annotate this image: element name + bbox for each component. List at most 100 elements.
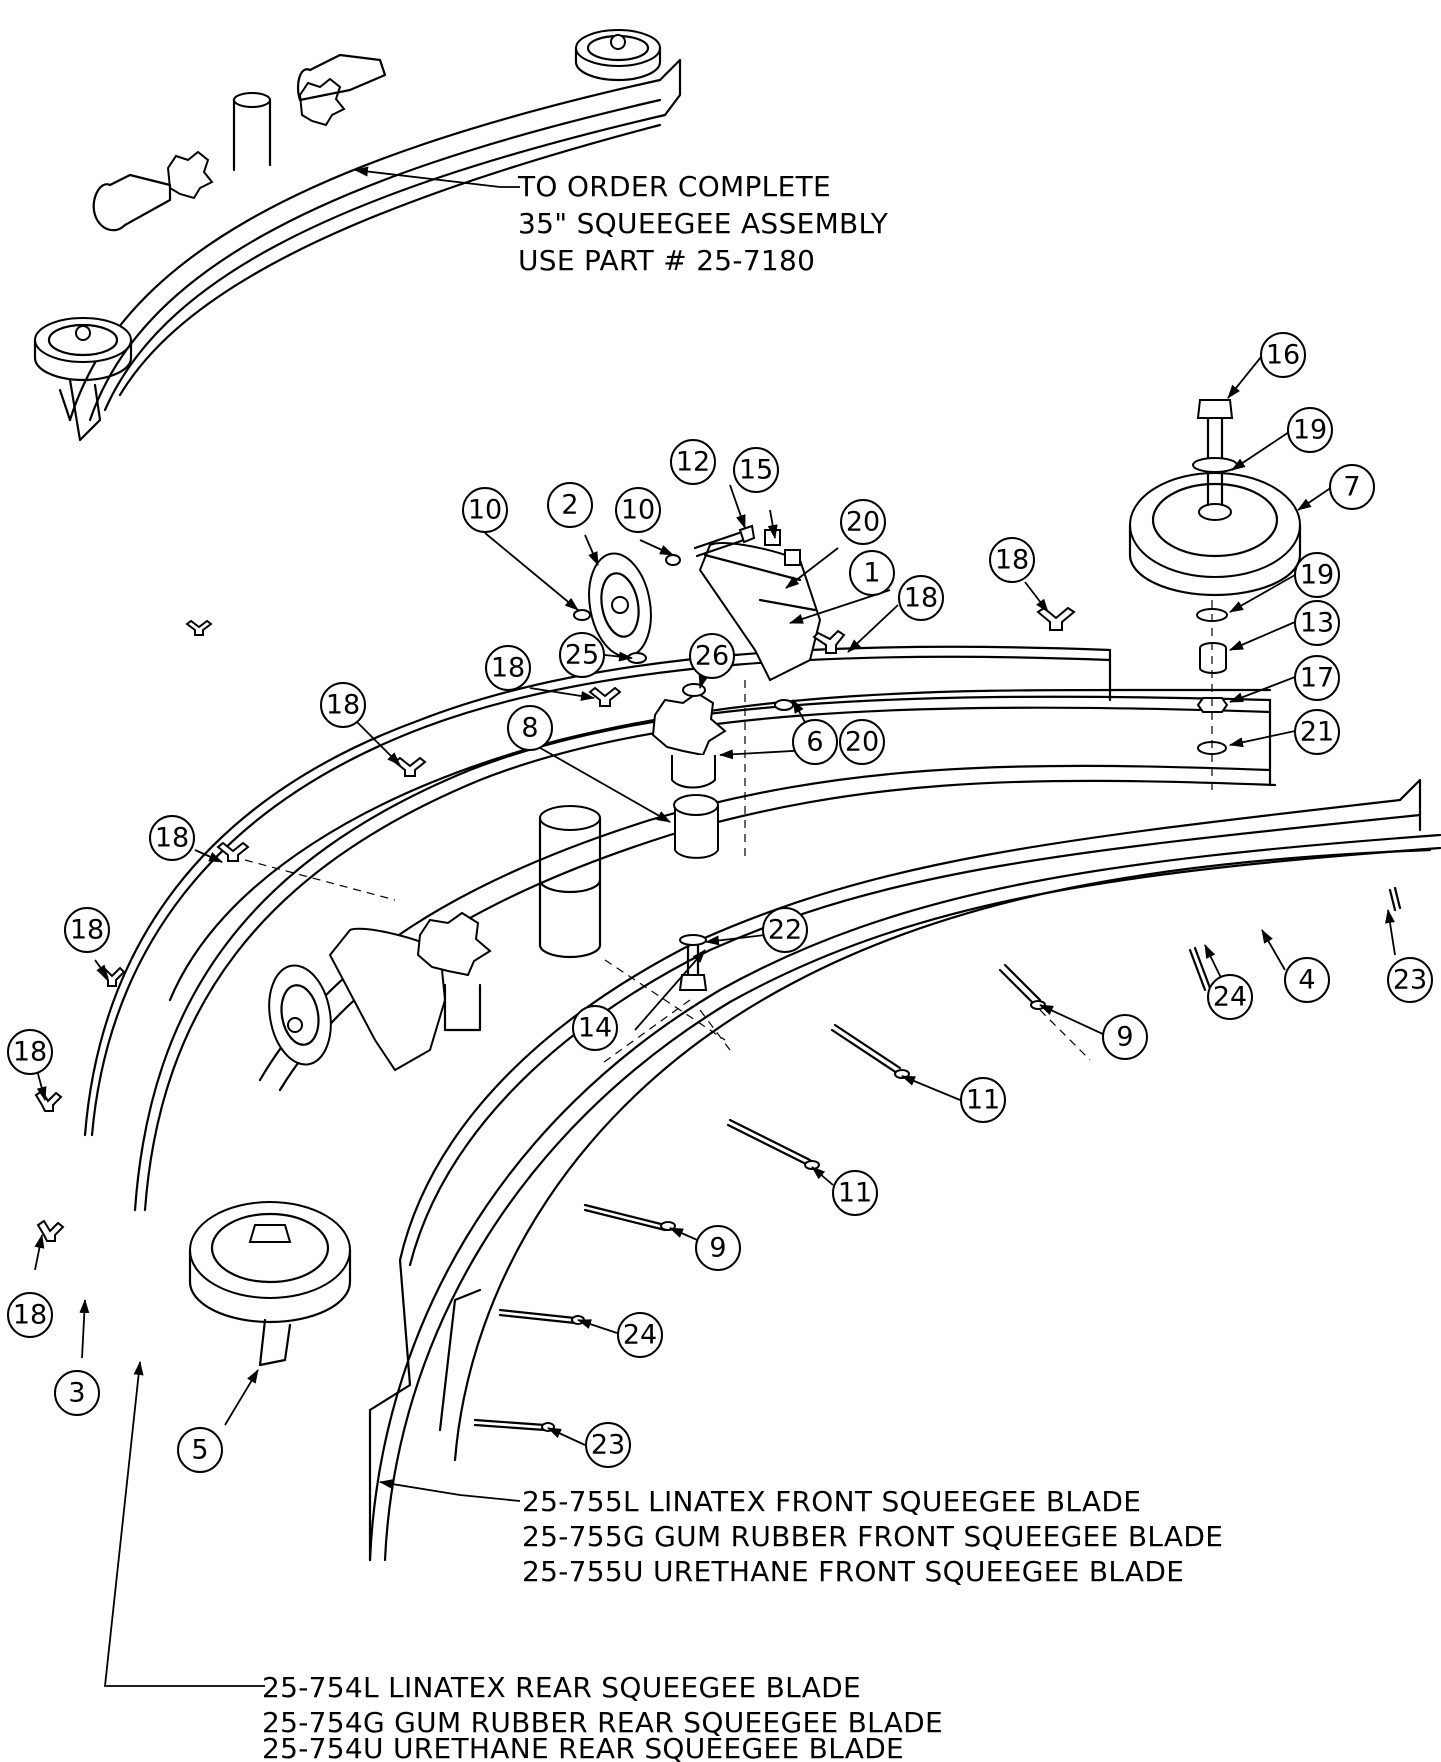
callout-23-b: 23	[585, 1422, 631, 1468]
svg-text:26: 26	[695, 641, 729, 672]
svg-text:18: 18	[326, 690, 360, 721]
note-line: 25-755U URETHANE FRONT SQUEEGEE BLADE	[522, 1555, 1184, 1588]
wheel-5	[188, 1201, 352, 1367]
callout-10-a: 10	[462, 487, 508, 533]
callout-18-g: 18	[7, 1029, 53, 1075]
callout-24-b: 24	[617, 1312, 663, 1358]
svg-text:25: 25	[565, 640, 599, 671]
note-line: 25-755L LINATEX FRONT SQUEEGEE BLADE	[522, 1485, 1141, 1518]
svg-text:20: 20	[845, 727, 879, 758]
note-line: 25-754U URETHANE REAR SQUEEGEE BLADE	[262, 1732, 904, 1762]
callout-20-a: 20	[840, 499, 886, 545]
svg-text:13: 13	[1300, 608, 1334, 639]
callout-19-top: 19	[1287, 407, 1333, 453]
svg-text:16: 16	[1266, 340, 1300, 371]
svg-text:18: 18	[995, 545, 1029, 576]
callout-12: 12	[670, 439, 716, 485]
pivot-tube	[538, 805, 602, 959]
callout-22: 22	[762, 907, 808, 953]
svg-text:2: 2	[561, 490, 578, 521]
callout-6: 6	[792, 719, 838, 765]
svg-text:10: 10	[621, 495, 655, 526]
svg-text:10: 10	[468, 495, 502, 526]
svg-text:9: 9	[709, 1233, 726, 1264]
svg-text:19: 19	[1293, 415, 1327, 446]
callout-18-h: 18	[7, 1292, 53, 1338]
callout-19: 19	[1294, 552, 1340, 598]
svg-text:21: 21	[1300, 717, 1334, 748]
svg-text:19: 19	[1300, 560, 1334, 591]
wheel-7	[1128, 399, 1302, 597]
callout-4: 4	[1284, 957, 1330, 1003]
svg-text:22: 22	[768, 915, 802, 946]
svg-text:7: 7	[1343, 472, 1360, 503]
note-complete-assembly: TO ORDER COMPLETE 35" SQUEEGEE ASSEMBLY …	[517, 170, 889, 277]
svg-text:8: 8	[521, 713, 538, 744]
svg-text:12: 12	[676, 447, 710, 478]
svg-text:18: 18	[70, 915, 104, 946]
callout-2: 2	[547, 482, 593, 528]
callout-18-a: 18	[989, 537, 1035, 583]
svg-text:4: 4	[1298, 965, 1315, 996]
callout-15: 15	[733, 447, 779, 493]
callout-16: 16	[1260, 332, 1306, 378]
svg-text:24: 24	[623, 1320, 657, 1351]
svg-text:5: 5	[191, 1435, 208, 1466]
svg-text:15: 15	[739, 455, 773, 486]
note-line: TO ORDER COMPLETE	[517, 170, 831, 203]
callout-20-b: 20	[839, 719, 885, 765]
callout-24-a: 24	[1207, 974, 1253, 1020]
svg-text:18: 18	[13, 1300, 47, 1331]
svg-text:11: 11	[966, 1085, 1000, 1116]
note-line: 25-754L LINATEX REAR SQUEEGEE BLADE	[262, 1671, 861, 1704]
note-line: 25-754G GUM RUBBER REAR SQUEEGEE BLADE	[262, 1706, 943, 1739]
svg-text:14: 14	[578, 1013, 612, 1044]
lower-caster	[268, 927, 447, 1072]
callout-17: 17	[1294, 655, 1340, 701]
note-rear-blade: 25-754L LINATEX REAR SQUEEGEE BLADE 25-7…	[262, 1671, 943, 1762]
note-line: USE PART # 25-7180	[518, 244, 815, 277]
callout-21: 21	[1294, 709, 1340, 755]
callout-26: 26	[689, 633, 735, 679]
callout-9-a: 9	[1102, 1014, 1148, 1060]
complete-assembly-view	[33, 29, 682, 442]
callout-13: 13	[1294, 600, 1340, 646]
callout-3: 3	[54, 1370, 100, 1416]
callout-5: 5	[177, 1427, 223, 1473]
note-line: 25-755G GUM RUBBER FRONT SQUEEGEE BLADE	[522, 1520, 1223, 1553]
note-line: 35" SQUEEGEE ASSEMBLY	[518, 207, 889, 240]
callout-7: 7	[1329, 464, 1375, 510]
svg-text:23: 23	[591, 1430, 625, 1461]
svg-text:9: 9	[1116, 1022, 1133, 1053]
callout-bubbles: 16 19 7 19 13 17 21 18 20 1 18 12 15 2 1…	[7, 332, 1433, 1473]
svg-text:24: 24	[1213, 982, 1247, 1013]
callout-25: 25	[559, 632, 605, 678]
callout-11-a: 11	[960, 1077, 1006, 1123]
callout-11-b: 11	[832, 1170, 878, 1216]
callout-18-c: 18	[485, 645, 531, 691]
callout-18-e: 18	[149, 815, 195, 861]
svg-text:11: 11	[838, 1178, 872, 1209]
svg-text:17: 17	[1300, 663, 1334, 694]
leader-lines	[34, 166, 1396, 1687]
svg-text:3: 3	[68, 1378, 85, 1409]
callout-18-f: 18	[64, 907, 110, 953]
callout-1: 1	[849, 550, 895, 596]
callout-18-d: 18	[320, 682, 366, 728]
callout-8: 8	[507, 705, 553, 751]
callout-23-a: 23	[1387, 957, 1433, 1003]
svg-text:6: 6	[806, 727, 823, 758]
svg-text:20: 20	[846, 507, 880, 538]
callout-9-b: 9	[695, 1225, 741, 1271]
callout-14: 14	[572, 1005, 618, 1051]
svg-text:23: 23	[1393, 965, 1427, 996]
callout-10-b: 10	[615, 487, 661, 533]
svg-text:18: 18	[13, 1037, 47, 1068]
svg-text:1: 1	[863, 558, 880, 589]
note-front-blade: 25-755L LINATEX FRONT SQUEEGEE BLADE 25-…	[522, 1485, 1223, 1588]
svg-text:18: 18	[491, 653, 525, 684]
svg-text:18: 18	[904, 583, 938, 614]
callout-18-b: 18	[898, 575, 944, 621]
svg-text:18: 18	[155, 823, 189, 854]
